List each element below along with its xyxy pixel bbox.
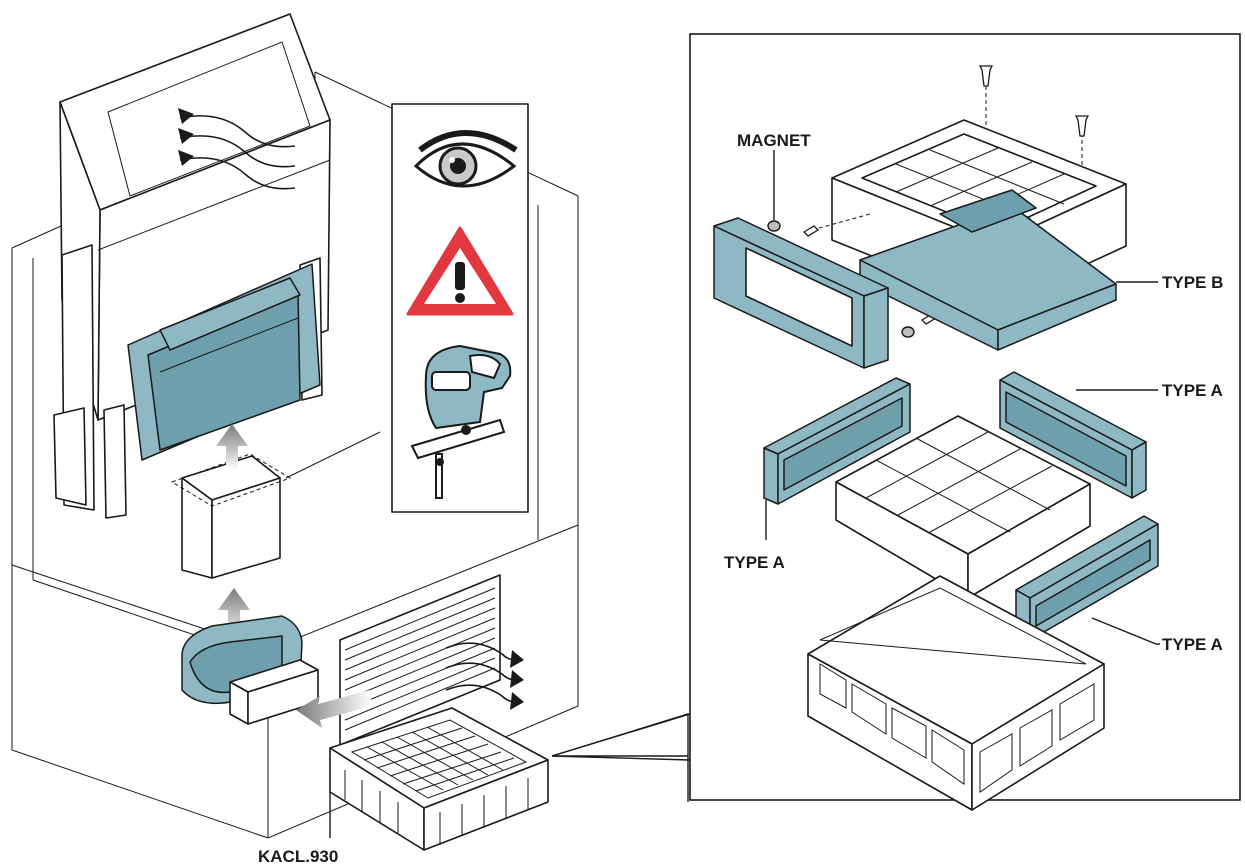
type-a-strip-left — [763, 377, 911, 505]
type-a-label-upper: TYPE A — [1162, 381, 1223, 400]
magnet-label: MAGNET — [737, 131, 811, 150]
left-assembly: KACL.930 — [11, 13, 579, 866]
info-panel — [391, 103, 529, 513]
vent-grille — [339, 574, 501, 746]
airflow-arrows-top — [178, 108, 296, 190]
inner-grid-frame — [835, 415, 1091, 599]
leader-type-a-right-lower — [1091, 617, 1157, 645]
downdraft-hood — [53, 13, 331, 519]
airflow-arrows-exhaust — [445, 642, 524, 710]
magnet — [767, 150, 915, 338]
carbon-filter — [329, 707, 549, 851]
warning-triangle-icon — [406, 226, 514, 316]
eye-icon — [413, 130, 518, 188]
connector-duct — [229, 659, 319, 725]
detail-panel: MAGNET TYPE B TYPE A TYPE A TYPE A — [689, 33, 1241, 811]
motor-unit — [127, 263, 321, 461]
airflow-arrows-up — [216, 424, 250, 640]
airflow-arrow-side — [296, 690, 372, 728]
type-a-label-left: TYPE A — [724, 553, 785, 572]
type-b-plate — [859, 189, 1117, 351]
transition-box — [170, 431, 381, 579]
type-a-label-lower: TYPE A — [1162, 635, 1223, 654]
filter-code-label: KACL.930 — [258, 847, 338, 866]
type-a-strip-right-upper — [999, 371, 1147, 499]
type-b-label: TYPE B — [1162, 273, 1223, 292]
jigsaw-icon — [410, 344, 512, 499]
screws-top — [978, 65, 1090, 170]
type-a-collar — [713, 217, 889, 369]
bottom-tray — [807, 575, 1105, 811]
